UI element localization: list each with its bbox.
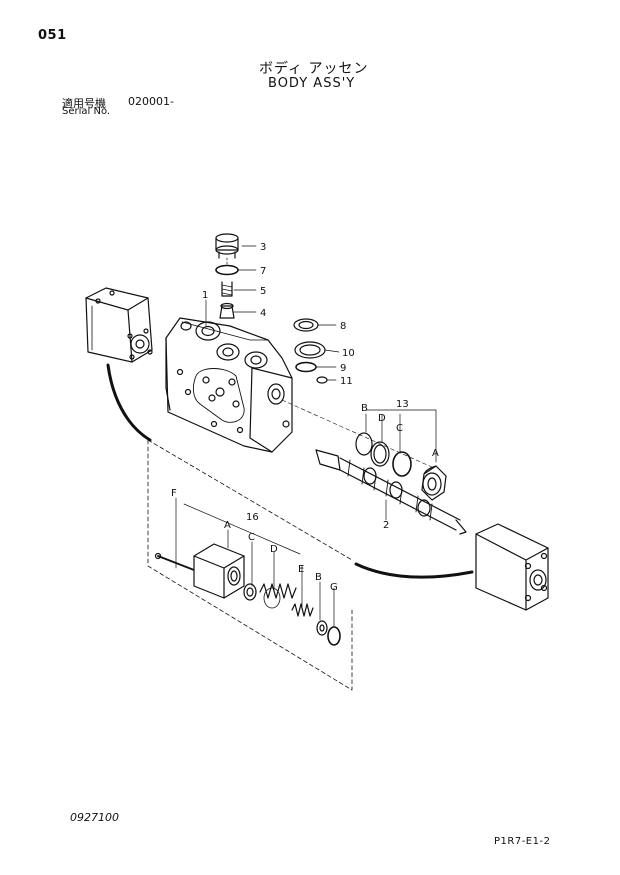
callout-labels: 3 7 5 4 1 8 10 9 11 13 B D C A 2 F 16 A … (171, 242, 439, 593)
valve-body (165, 317, 293, 453)
left-end-cover (85, 287, 153, 363)
page-title-english: BODY ASS'Y (268, 76, 356, 91)
callout-label: A (432, 448, 439, 459)
page-reference: P1R7-E1-2 (494, 836, 551, 847)
callout-label: A (224, 520, 231, 531)
page-title-japanese: ボディ アッセン (259, 61, 369, 77)
callout-label: 5 (260, 286, 266, 297)
callout-label: 3 (260, 242, 266, 253)
detail-parts-group (154, 543, 341, 646)
o-rings-group (293, 318, 328, 384)
callout-label: C (248, 532, 255, 543)
leader-lines (175, 245, 437, 627)
callout-label: 9 (340, 363, 346, 374)
callout-label: 7 (260, 266, 266, 277)
callout-label: D (270, 544, 278, 555)
serial-label-japanese: 適用号機 (62, 97, 106, 110)
callout-label: B (361, 403, 368, 414)
plug-assembly (215, 233, 239, 319)
callout-label: E (298, 564, 304, 575)
serial-label-english: Serial No. (62, 106, 111, 117)
callout-label: 10 (342, 348, 355, 359)
callout-label: F (171, 488, 177, 499)
callout-label: 16 (246, 512, 259, 523)
spool-assembly (281, 399, 467, 535)
callout-label: 11 (340, 376, 353, 387)
callout-label: 13 (396, 399, 409, 410)
detail-frame (147, 439, 353, 691)
right-end-cover (475, 523, 549, 611)
callout-label: 2 (383, 520, 389, 531)
callout-label: C (396, 423, 403, 434)
drawing-code: 0927100 (70, 811, 119, 824)
callout-label: D (378, 413, 386, 424)
page-number: 051 (38, 28, 67, 43)
callout-label: G (330, 582, 338, 593)
callout-label: 1 (202, 290, 208, 301)
callout-label: 4 (260, 308, 266, 319)
serial-number-value: 020001- (128, 95, 174, 108)
callout-label: B (315, 572, 322, 583)
callout-label: 8 (340, 321, 346, 332)
